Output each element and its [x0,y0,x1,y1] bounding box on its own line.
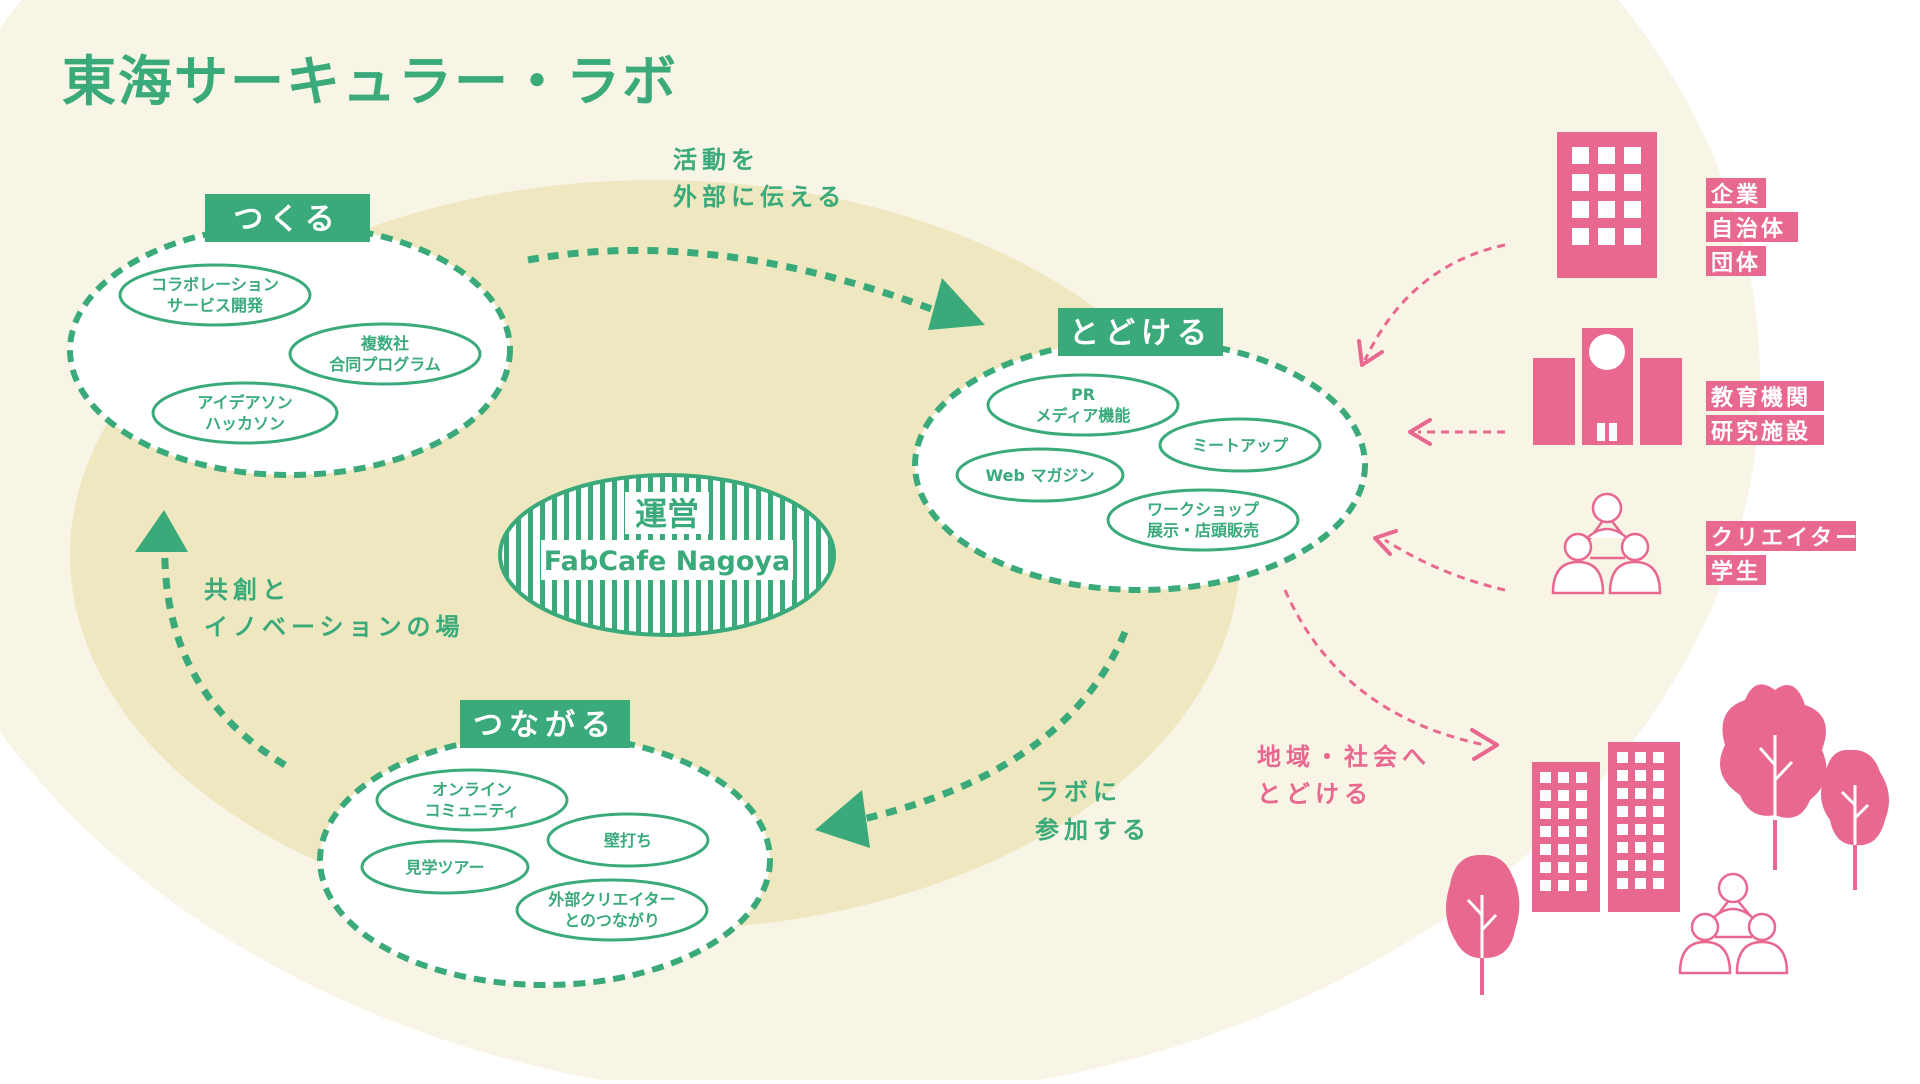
tag-education: 教育機関 [1711,385,1811,411]
tags-creators: クリエイター 学生 [1706,521,1860,585]
tag-company: 企業 [1710,182,1761,208]
tag-student: 学生 [1711,559,1761,585]
tag-organization: 団体 [1711,251,1761,276]
node-todokeru-label-box [1058,308,1223,356]
pill-ideathon: アイデアソン ハッカソン [151,381,339,445]
pill-external-creators-line2: とのつながり [564,911,660,930]
pill-online-community: オンライン コミュニティ [375,768,569,832]
pill-collab-line2: サービス開発 [167,296,264,315]
pill-pr-media-line1: PR [1071,385,1095,404]
pill-tour: 見学ツアー [360,839,530,895]
pill-pr-media: PR メディア機能 [986,373,1180,437]
pill-online-community-line2: コミュニティ [424,801,519,820]
node-tsukuru: つくる コラボレーション サービス開発 複数社 合同プログラム アイデアソン ハ… [67,194,513,478]
node-tsunagaru: つながる オンライン コミュニティ 壁打ち 見学ツアー 外部クリエイター とのつ… [317,700,773,988]
pill-multi-company: 複数社 合同プログラム [288,322,482,386]
pink-arrows [1283,243,1506,747]
pill-ideathon-line1: アイデアソン [197,393,292,412]
arrow-tsukuru-to-todokeru [527,246,957,322]
pill-web-magazine-line1: Web マガジン [986,466,1095,485]
pill-ideathon-line2: ハッカソン [205,414,285,433]
arrowhead-up-icon [135,510,188,552]
cycle-arrowheads [135,278,985,848]
pill-multi-company-line2: 合同プログラム [329,355,441,374]
center-label-bg-top [625,492,709,534]
center-fabcafe: 運営 FabCafe Nagoya [498,473,836,637]
arrowhead-right-icon [928,278,985,330]
center-label-top: 運営 [635,495,699,533]
pill-workshop: ワークショップ 展示・店頭販売 [1106,488,1300,552]
pill-workshop-line2: 展示・店頭販売 [1147,521,1259,540]
arrowhead-society-icon [1470,728,1499,761]
tags-education: 教育機関 研究施設 [1706,381,1824,445]
center-label-bg-bottom [541,540,793,580]
node-tsukuru-label-box [205,194,370,242]
cycle-label-top-line2: 外部に伝える [673,183,846,211]
node-tsunagaru-label-box [460,700,630,748]
tag-municipality: 自治体 [1711,216,1786,242]
pill-tour-line1: 見学ツアー [404,858,484,877]
pill-pr-media-line2: メディア機能 [1036,406,1131,425]
school-building-icon [1533,328,1682,445]
people-group-icon [1551,492,1662,595]
pill-online-community-line1: オンライン [432,780,512,799]
pill-kabeuchi: 壁打ち [546,812,710,868]
pink-arrowheads [1357,339,1499,761]
society-label-line2: とどける [1257,780,1373,808]
arrow-creators-in [1384,538,1506,592]
pill-web-magazine: Web マガジン [955,447,1125,503]
city-buildings-icon [1532,742,1680,912]
arrow-to-society [1283,589,1486,747]
tree-icon-2 [1821,749,1889,890]
office-building-icon [1557,132,1657,278]
pill-kabeuchi-line1: 壁打ち [604,831,652,850]
node-todokeru: とどける PR メディア機能 ミートアップ Web マガジン ワークショップ 展… [912,308,1368,593]
arrowhead-companies-icon [1357,339,1384,367]
cycle-label-bottom-line2: 参加する [1035,816,1151,844]
arrowhead-education-icon [1408,418,1432,446]
arrowhead-left-icon [815,790,870,848]
arrow-todokeru-to-tsunagaru [849,630,1129,826]
cycle-label-left-line1: 共創と [204,576,291,604]
cycle-arrows [161,246,1129,826]
tags-companies: 企業 自治体 団体 [1706,178,1798,276]
node-todokeru-label: とどける [1069,316,1213,351]
tag-research: 研究施設 [1711,419,1811,445]
node-tsukuru-label: つくる [233,202,340,237]
people-group-icon-society [1678,872,1789,975]
page-title: 東海サーキュラー・ラボ [62,50,678,113]
cycle-label-top-line1: 活動を [673,146,760,174]
tree-icon [1720,684,1827,870]
node-tsunagaru-label: つながる [473,708,617,743]
arrowhead-creators-icon [1373,529,1398,556]
pill-workshop-line1: ワークショップ [1147,500,1260,519]
pill-multi-company-line1: 複数社 [360,334,409,353]
pill-external-creators: 外部クリエイター とのつながり [515,878,709,942]
center-label-bottom: FabCafe Nagoya [544,546,790,577]
arrow-companies-in [1363,243,1506,361]
cycle-label-bottom-line1: ラボに [1035,778,1122,806]
society-label-line1: 地域・社会へ [1257,743,1431,771]
cycle-label-left-line2: イノベーションの場 [204,613,465,641]
pill-external-creators-line1: 外部クリエイター [547,890,675,909]
tag-creator: クリエイター [1711,526,1860,551]
pill-meetup: ミートアップ [1158,417,1322,473]
pill-collab: コラボレーション サービス開発 [118,263,312,327]
pill-meetup-line1: ミートアップ [1192,436,1289,455]
tree-icon-3 [1446,854,1520,995]
pill-collab-line1: コラボレーション [151,275,279,294]
